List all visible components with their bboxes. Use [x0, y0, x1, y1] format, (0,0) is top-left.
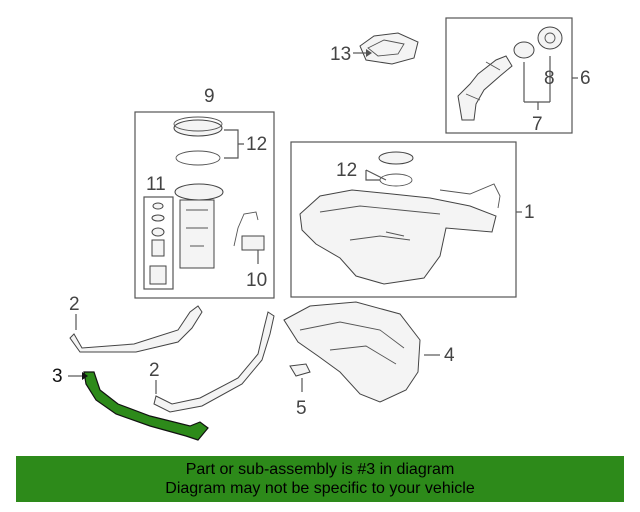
- callout-12-tank: 12: [336, 160, 357, 181]
- callout-5: 5: [296, 398, 307, 419]
- pump-assembly-box: [134, 111, 275, 299]
- callout-6: 6: [580, 68, 591, 89]
- seal-kit-part[interactable]: [149, 202, 167, 285]
- heat-shield-part[interactable]: [283, 301, 421, 403]
- fuel-tank-part[interactable]: [299, 151, 501, 285]
- parts-diagram: 1 2 2 3 4 5 6 7 8 9 10 11 12 12 13: [52, 17, 591, 441]
- fuel-gauge-sender-part[interactable]: [233, 211, 265, 251]
- callout-12-pump: 12: [246, 134, 267, 155]
- bracket-part[interactable]: [289, 363, 311, 377]
- highlighted-part-3[interactable]: [83, 371, 209, 441]
- info-banner: Part or sub-assembly is #3 in diagram Di…: [16, 456, 624, 502]
- callout-10: 10: [246, 270, 267, 291]
- callout-3: 3: [52, 366, 63, 387]
- callout-13: 13: [330, 44, 351, 65]
- banner-line-2: Diagram may not be specific to your vehi…: [165, 480, 475, 497]
- callout-8: 8: [544, 68, 555, 89]
- lock-ring-part[interactable]: [173, 116, 223, 166]
- tank-strap-front-part[interactable]: [69, 305, 203, 353]
- filler-neck-part[interactable]: [457, 55, 513, 121]
- filler-box: [445, 17, 573, 134]
- callout-7: 7: [532, 114, 543, 135]
- callout-9: 9: [204, 86, 215, 107]
- tank-strap-rear-part[interactable]: [153, 311, 275, 413]
- seal-kit-box: [143, 196, 174, 290]
- callout-4: 4: [444, 345, 455, 366]
- banner-line-1: Part or sub-assembly is #3 in diagram: [185, 461, 455, 478]
- tank-box: [290, 141, 517, 298]
- arrow-head: [366, 49, 372, 57]
- callout-11: 11: [146, 174, 166, 195]
- arrow-head-3: [82, 372, 88, 380]
- filler-cap-part[interactable]: [513, 26, 563, 59]
- callout-1: 1: [524, 202, 535, 223]
- callout-2-front: 2: [69, 294, 80, 315]
- fuel-pump-part[interactable]: [174, 183, 224, 269]
- gasket-plate-part[interactable]: [359, 32, 419, 65]
- callout-2-rear: 2: [149, 360, 160, 381]
